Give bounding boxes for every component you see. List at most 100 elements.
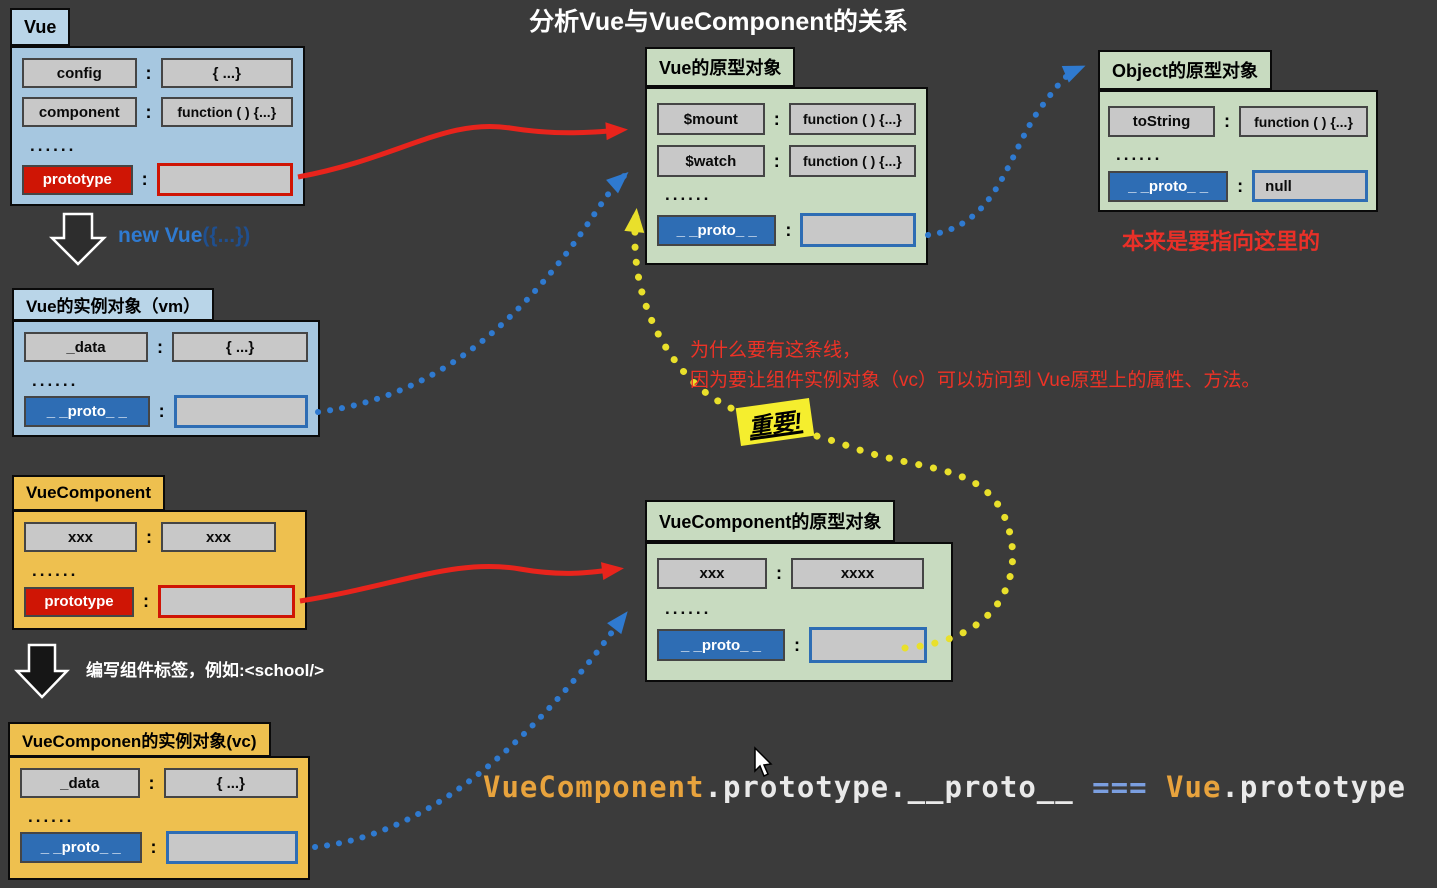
vc-proto-row-xxx: xxx : xxxx bbox=[657, 558, 941, 589]
code-proto: __proto__ bbox=[907, 770, 1074, 804]
vuecomponent-class-header: VueComponent bbox=[12, 475, 165, 511]
vue-class-row-config: config : { ...} bbox=[22, 58, 293, 88]
why-line-2: 因为要让组件实例对象（vc）可以访问到 Vue原型上的属性、方法。 bbox=[690, 370, 1261, 391]
ellipsis: ...... bbox=[32, 371, 79, 390]
proto-label: _ _proto_ _ bbox=[20, 832, 142, 863]
vm-instance-box: _data : { ...} ...... _ _proto_ _ : bbox=[12, 320, 320, 437]
watch-key: $watch bbox=[657, 145, 765, 177]
vm-instance-header: Vue的实例对象（vm） bbox=[12, 288, 215, 321]
code-prototype-dot: .prototype. bbox=[704, 770, 908, 804]
code-equals: === bbox=[1073, 770, 1167, 804]
xxxx-value: xxxx bbox=[791, 558, 924, 589]
vuecomponent-prototype-slot bbox=[158, 585, 295, 618]
arrow-vue-prototype-to-vue-proto-object bbox=[297, 122, 628, 180]
vm-proto-slot bbox=[173, 395, 308, 428]
vc-row-proto: _ _proto_ _ : bbox=[20, 831, 298, 864]
vc-proto-row-proto: _ _proto_ _ : bbox=[657, 627, 941, 663]
down-arrow-write-tag-icon bbox=[14, 643, 70, 699]
code-vuecomponent: VueComponent bbox=[483, 770, 705, 804]
data-key: _data bbox=[20, 768, 140, 798]
vm-row-data: _data : { ...} bbox=[24, 332, 308, 362]
vm-row-proto: _ _proto_ _ : bbox=[24, 395, 308, 428]
vue-proto-object-proto-slot bbox=[800, 213, 916, 247]
vue-class-box: config : { ...} component : function ( )… bbox=[10, 46, 305, 206]
mount-key: $mount bbox=[657, 103, 765, 135]
code-vue-prototype: .prototype bbox=[1221, 770, 1407, 804]
proto-label: _ _proto_ _ bbox=[657, 629, 785, 661]
vue-proto-object-box: $mount : function ( ) {...} $watch : fun… bbox=[645, 87, 928, 265]
colon: : bbox=[785, 219, 792, 240]
vue-class-header: Vue bbox=[10, 8, 71, 46]
vuecomponent-class-box: xxx : xxx ...... prototype : bbox=[12, 510, 307, 630]
colon: : bbox=[158, 401, 165, 421]
colon: : bbox=[143, 591, 149, 611]
vue-prototype-slot bbox=[156, 163, 293, 196]
colon: : bbox=[141, 169, 148, 189]
object-proto-row-proto: _ _proto_ _ : null bbox=[1108, 170, 1368, 202]
why-line-1: 为什么要有这条线， bbox=[690, 340, 862, 361]
colon: : bbox=[145, 62, 152, 83]
data-key: _data bbox=[24, 332, 149, 362]
watch-value: function ( ) {...} bbox=[788, 145, 916, 177]
vc-proto-object-proto-slot bbox=[809, 627, 927, 663]
mount-value: function ( ) {...} bbox=[788, 103, 916, 135]
vue-proto-row-watch: $watch : function ( ) {...} bbox=[657, 145, 916, 177]
config-value: { ...} bbox=[160, 58, 293, 88]
code-conclusion: VueComponent.prototype.__proto__ === Vue… bbox=[483, 770, 1406, 804]
ellipsis: ...... bbox=[1116, 145, 1163, 164]
colon: : bbox=[146, 526, 152, 547]
colon: : bbox=[157, 336, 164, 357]
ellipsis: ...... bbox=[28, 807, 75, 826]
page-title: 分析Vue与VueComponent的关系 bbox=[529, 8, 908, 36]
why-line-note: 为什么要有这条线， 因为要让组件实例对象（vc）可以访问到 Vue原型上的属性、… bbox=[690, 336, 1260, 396]
code-vue: Vue bbox=[1166, 770, 1222, 804]
ellipsis: ...... bbox=[665, 599, 712, 618]
xxx-key: xxx bbox=[657, 558, 767, 589]
proto-label: _ _proto_ _ bbox=[1108, 170, 1229, 202]
config-key: config bbox=[22, 58, 137, 88]
tostring-key: toString bbox=[1108, 106, 1216, 137]
proto-label: _ _proto_ _ bbox=[657, 214, 777, 246]
colon: : bbox=[148, 772, 155, 793]
colon: : bbox=[773, 108, 780, 129]
arrow-vue-proto-object-to-object-proto bbox=[925, 65, 1086, 238]
object-proto-header: Object的原型对象 bbox=[1098, 50, 1273, 90]
component-key: component bbox=[22, 97, 137, 127]
vue-proto-object-header: Vue的原型对象 bbox=[645, 47, 796, 87]
colon: : bbox=[145, 101, 152, 122]
vc-proto-object-box: xxx : xxxx ...... _ _proto_ _ : bbox=[645, 542, 953, 682]
colon: : bbox=[1224, 111, 1231, 131]
object-proto-box: toString : function ( ) {...} ...... _ _… bbox=[1098, 90, 1378, 212]
new-vue-label: new Vue({...}) bbox=[118, 224, 250, 248]
vc-proto-slot bbox=[165, 831, 298, 864]
arrow-vm-proto-to-vue-proto-object bbox=[315, 172, 629, 415]
colon: : bbox=[1237, 175, 1244, 196]
ellipsis: ...... bbox=[665, 185, 712, 204]
object-proto-row-tostring: toString : function ( ) {...} bbox=[1108, 106, 1368, 137]
xxx-value: xxx bbox=[161, 522, 276, 552]
vc-instance-header: VueComponen的实例对象(vc) bbox=[8, 722, 271, 757]
data-value: { ...} bbox=[172, 332, 308, 362]
new-vue-text: new Vue bbox=[118, 224, 203, 247]
important-badge: 重要! bbox=[735, 398, 814, 446]
prototype-label: prototype bbox=[24, 586, 134, 617]
vc-instance-box: _data : { ...} ...... _ _proto_ _ : bbox=[8, 756, 310, 880]
colon: : bbox=[150, 837, 157, 857]
vc-proto-object-header: VueComponent的原型对象 bbox=[645, 500, 896, 542]
prototype-label: prototype bbox=[22, 164, 133, 195]
proto-label: _ _proto_ _ bbox=[24, 396, 150, 427]
colon: : bbox=[794, 634, 800, 655]
arrow-vuecomponent-prototype-to-vc-proto-object bbox=[299, 562, 624, 604]
write-tag-label: 编写组件标签，例如:<school/> bbox=[86, 661, 325, 680]
data-value: { ...} bbox=[163, 768, 298, 798]
vuecomponent-row-prototype: prototype : bbox=[24, 585, 295, 618]
vue-proto-row-proto: _ _proto_ _ : bbox=[657, 213, 916, 247]
vue-class-row-component: component : function ( ) {...} bbox=[22, 97, 293, 127]
vc-row-data: _data : { ...} bbox=[20, 768, 298, 798]
ellipsis: ...... bbox=[30, 136, 77, 155]
null-value: null bbox=[1252, 170, 1368, 202]
colon: : bbox=[773, 150, 780, 171]
colon: : bbox=[776, 563, 782, 583]
should-point-here-note: 本来是要指向这里的 bbox=[1122, 229, 1321, 254]
